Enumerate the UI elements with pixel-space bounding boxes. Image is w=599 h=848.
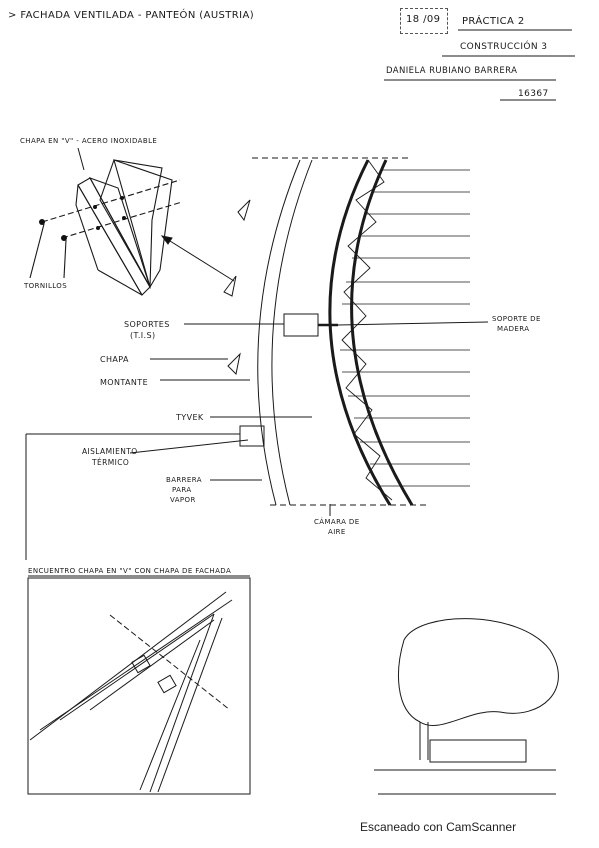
- label-camara-1: Cámara de: [314, 518, 360, 526]
- label-montante: Montante: [100, 378, 149, 387]
- label-tornillos: Tornillos: [24, 282, 68, 290]
- label-aislamiento: Aislamiento: [82, 447, 138, 456]
- chapa-fins: [223, 199, 251, 376]
- truss-diagonals: [341, 159, 393, 501]
- label-camara-2: aire: [328, 528, 346, 536]
- v-bracket-sketch: [29, 159, 183, 296]
- radial-lines: [340, 169, 470, 487]
- label-termico: térmico: [92, 458, 130, 467]
- practice-label: Práctica 2: [462, 16, 525, 27]
- label-tyvek: Tyvek: [176, 413, 204, 422]
- date-box: [400, 8, 448, 34]
- screw-dots: [39, 196, 126, 241]
- truss-outer-chord: [328, 159, 392, 506]
- truss-inner-chord: [350, 159, 414, 506]
- label-soportes: Soportes: [124, 320, 170, 329]
- label-barrera-1: Barrera: [166, 476, 202, 484]
- drawing-title: > Fachada ventilada - Panteón (Austria): [8, 10, 255, 21]
- tyvek-detail-box: [239, 425, 265, 447]
- student-id: 16367: [518, 89, 549, 99]
- label-barrera-2: para: [172, 486, 192, 494]
- encuentro-detail-frame: [27, 577, 251, 795]
- encuentro-detail: [29, 591, 233, 793]
- outer-skin-curve: [257, 159, 301, 506]
- course-label: Construcción 3: [460, 42, 548, 52]
- label-soporte-madera-2: madera: [497, 325, 530, 333]
- detail-pointer: [161, 235, 235, 282]
- label-barrera-3: vapor: [170, 496, 196, 504]
- date-text: 18 /09: [406, 14, 441, 25]
- label-soporte-madera-1: Soporte de: [492, 315, 541, 323]
- label-tis: (T.I.S): [130, 331, 156, 340]
- label-chapa-v: Chapa en "V" - acero inoxidable: [20, 137, 158, 145]
- author-name: Daniela Rubiano Barrera: [386, 66, 518, 76]
- label-encuentro: Encuentro chapa en "V" con chapa de fach…: [28, 567, 232, 575]
- support-block: [283, 313, 319, 337]
- sculpture-sketch: [374, 618, 559, 795]
- scanner-watermark: Escaneado con CamScanner: [360, 820, 517, 834]
- label-chapa: Chapa: [100, 355, 129, 364]
